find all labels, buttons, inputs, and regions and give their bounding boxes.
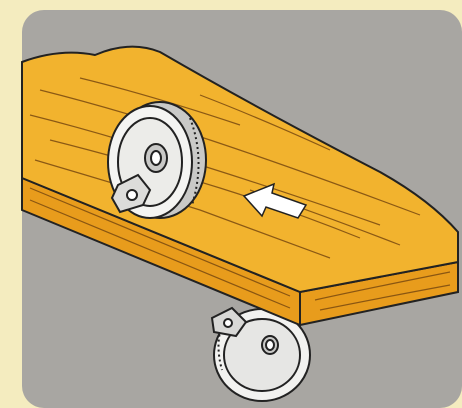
illustration-canvas <box>0 0 462 408</box>
illustration-svg <box>0 0 462 408</box>
